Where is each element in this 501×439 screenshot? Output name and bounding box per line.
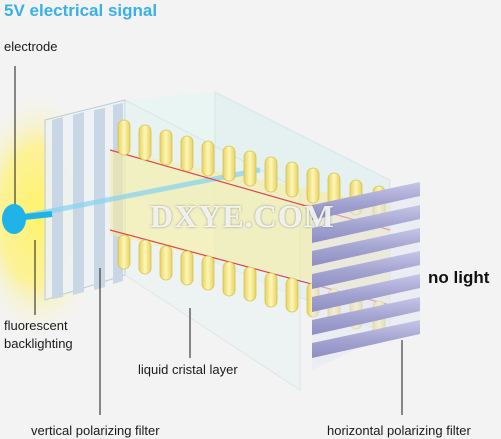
label-fluorescent: fluorescent bbox=[4, 318, 68, 333]
label-electrode: electrode bbox=[4, 39, 58, 54]
watermark: DXYE.COM bbox=[150, 198, 335, 234]
label-backlighting: backlighting bbox=[4, 336, 73, 351]
horizontal-polarizing-filter bbox=[312, 182, 420, 370]
diagram-title: 5V electrical signal bbox=[4, 1, 158, 20]
label-horizontal-polarizing-filter: horizontal polarizing filter bbox=[327, 423, 471, 438]
label-no-light: no light bbox=[428, 268, 490, 287]
label-liquid-crystal-layer: liquid cristal layer bbox=[138, 362, 238, 377]
electrode bbox=[2, 66, 53, 234]
leader-lines bbox=[34, 240, 403, 415]
electrode-icon bbox=[2, 204, 26, 234]
label-vertical-polarizing-filter: vertical polarizing filter bbox=[31, 423, 160, 438]
